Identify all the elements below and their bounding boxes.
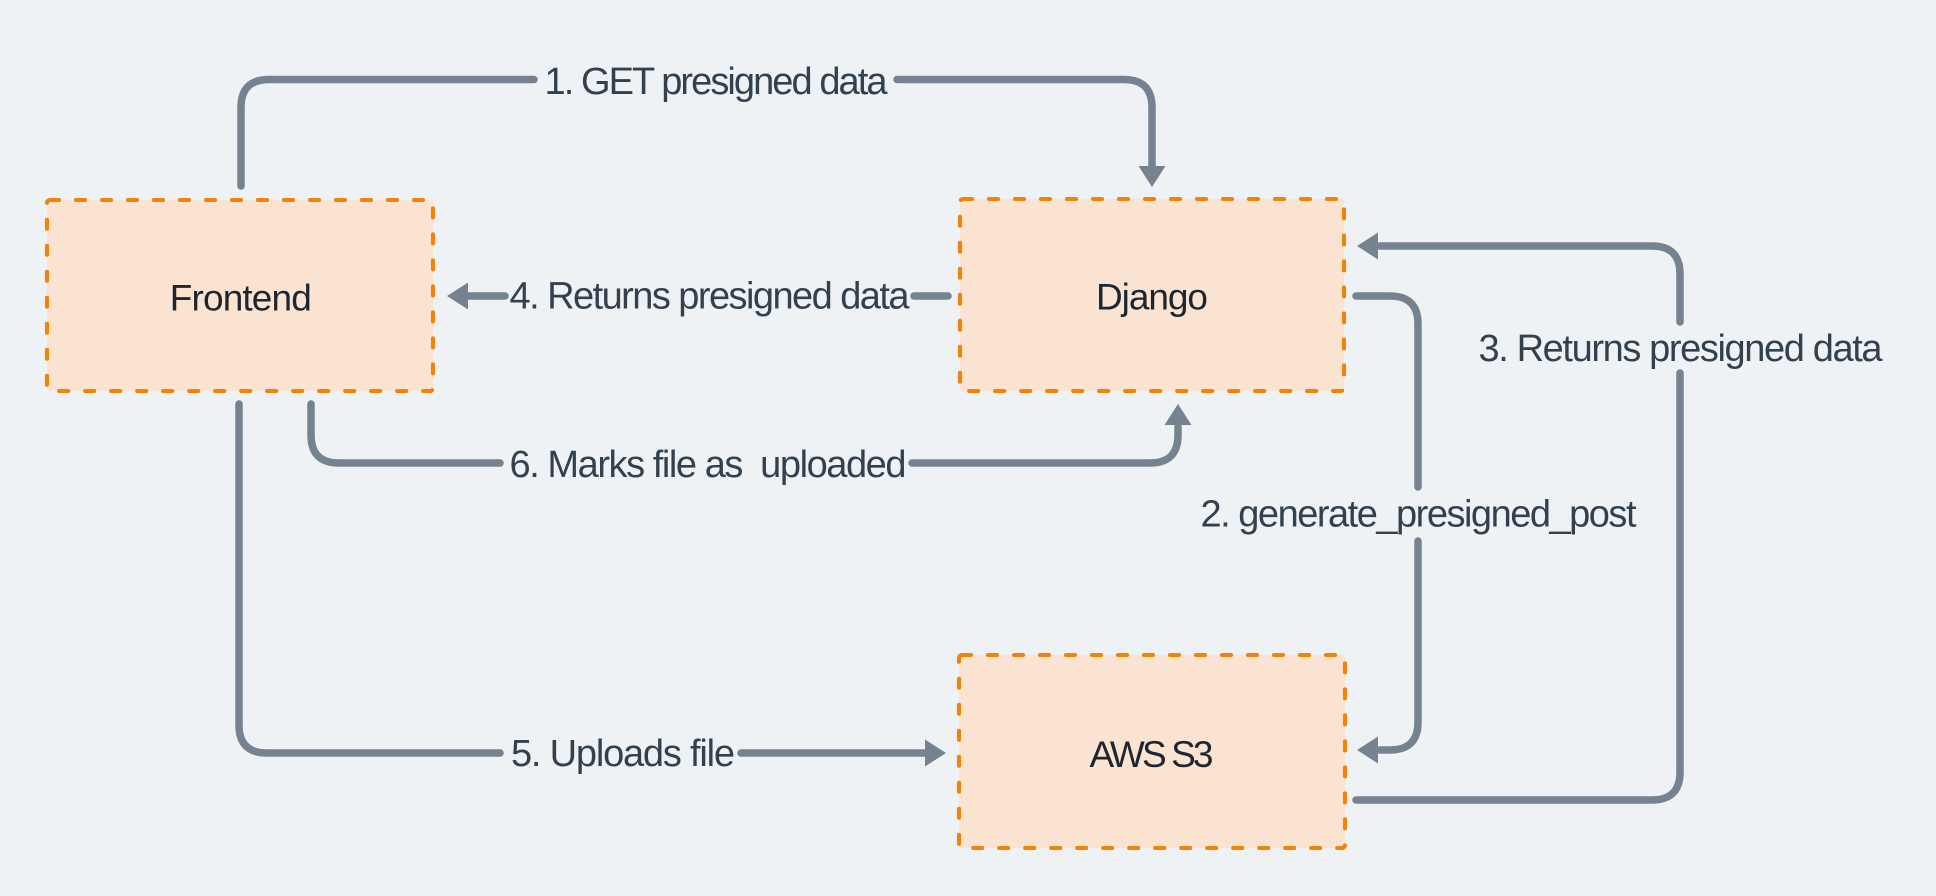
- svg-text:2. generate_presigned_post: 2. generate_presigned_post: [1201, 494, 1637, 536]
- svg-text:Django: Django: [1096, 277, 1208, 318]
- svg-text:3. Returns presigned data: 3. Returns presigned data: [1479, 328, 1884, 370]
- svg-text:6. Marks file as uploaded: 6. Marks file as uploaded: [510, 444, 907, 486]
- svg-text:5. Uploads file: 5. Uploads file: [511, 733, 735, 775]
- svg-text:AWS S3: AWS S3: [1090, 734, 1214, 775]
- svg-text:1. GET presigned data: 1. GET presigned data: [545, 61, 889, 103]
- svg-text:Frontend: Frontend: [170, 278, 312, 319]
- svg-text:4. Returns presigned data: 4. Returns presigned data: [510, 276, 911, 318]
